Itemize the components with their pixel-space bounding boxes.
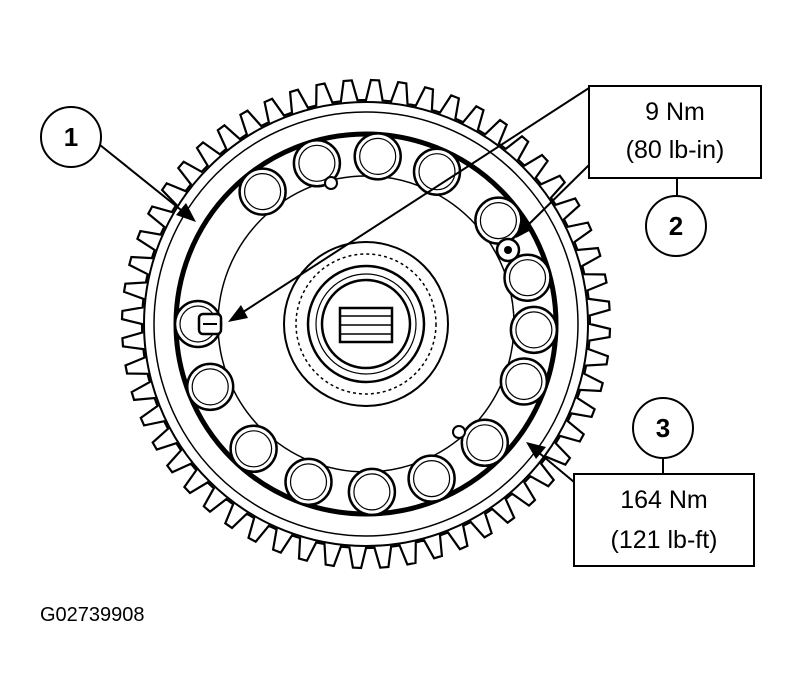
phaser-bolt-washer — [479, 202, 517, 240]
torque-spec-metric: 9 Nm — [645, 98, 705, 126]
torque-spec-imperial: (80 lb-in) — [626, 136, 725, 164]
phaser-bolt-washer — [418, 153, 456, 191]
torque-spec-metric: 164 Nm — [620, 486, 708, 514]
arrowhead — [516, 218, 533, 238]
phaser-bolt-washer — [359, 137, 397, 175]
leader-line — [524, 164, 590, 229]
callout-circle — [645, 195, 707, 257]
phaser-bolt-head — [229, 424, 278, 474]
bolt-circle — [173, 132, 559, 517]
phaser-bolt-washer — [244, 173, 282, 211]
dowel-pin — [452, 425, 466, 439]
leader-line — [239, 87, 590, 315]
arrowhead — [526, 442, 546, 459]
phaser-bolt-washer — [515, 311, 553, 349]
phaser-bolt-head — [284, 457, 333, 507]
phaser-bolt-washer — [466, 424, 504, 462]
phaser-bolt-head — [503, 253, 552, 302]
phaser-bolt-washer — [508, 259, 547, 297]
callout-2: 9 Nm (80 lb-in) 2 — [228, 85, 762, 322]
callout-number: 2 — [669, 211, 683, 241]
sprocket-inner-ring — [153, 111, 579, 537]
callout-number: 3 — [656, 413, 670, 443]
torque-spec-box — [588, 85, 762, 179]
small-bolt-upper-right — [495, 237, 521, 263]
callout-1: 1 — [40, 106, 196, 222]
arrowhead — [228, 305, 248, 322]
phaser-bolt-head — [474, 196, 523, 245]
phaser-bolt-head — [292, 139, 342, 188]
phaser-bolt-head — [185, 362, 235, 412]
sprocket-outer-ring — [143, 101, 589, 547]
sprocket-teeth — [120, 78, 612, 570]
phaser-bolt-head — [460, 418, 510, 468]
phaser-bolt-washer — [505, 362, 543, 401]
callout-number: 1 — [64, 122, 78, 152]
callout-circle — [40, 106, 102, 168]
phaser-bolt-washer — [191, 368, 229, 406]
phaser-bolt-head — [353, 132, 402, 181]
leader-line — [99, 144, 187, 215]
phaser-bolt-head — [407, 454, 456, 503]
center-bolt — [283, 241, 449, 407]
phaser-bolt-head — [347, 467, 397, 517]
dowel-pin — [324, 176, 338, 190]
phaser-bolt-washer — [353, 473, 391, 511]
sprocket-assembly — [120, 78, 612, 570]
phaser-bolt-head — [238, 167, 287, 216]
phaser-bolt-head — [509, 305, 559, 355]
figure-id: G02739908 — [40, 604, 145, 626]
phaser-bolt-washer — [289, 463, 328, 501]
phaser-bolt-head — [499, 357, 549, 406]
torque-spec-box — [573, 473, 755, 567]
phaser-bolt-washer — [235, 430, 273, 468]
leader-line — [537, 451, 575, 483]
phaser-bolt-washer — [413, 460, 451, 498]
callout-3: 3 164 Nm (121 lb-ft) — [526, 397, 755, 567]
phaser-bolt-washer — [298, 144, 336, 182]
arrowhead — [176, 203, 196, 222]
phaser-bolt-head — [412, 147, 462, 196]
small-bolt-left — [197, 312, 223, 336]
torque-spec-imperial: (121 lb-ft) — [611, 526, 718, 554]
